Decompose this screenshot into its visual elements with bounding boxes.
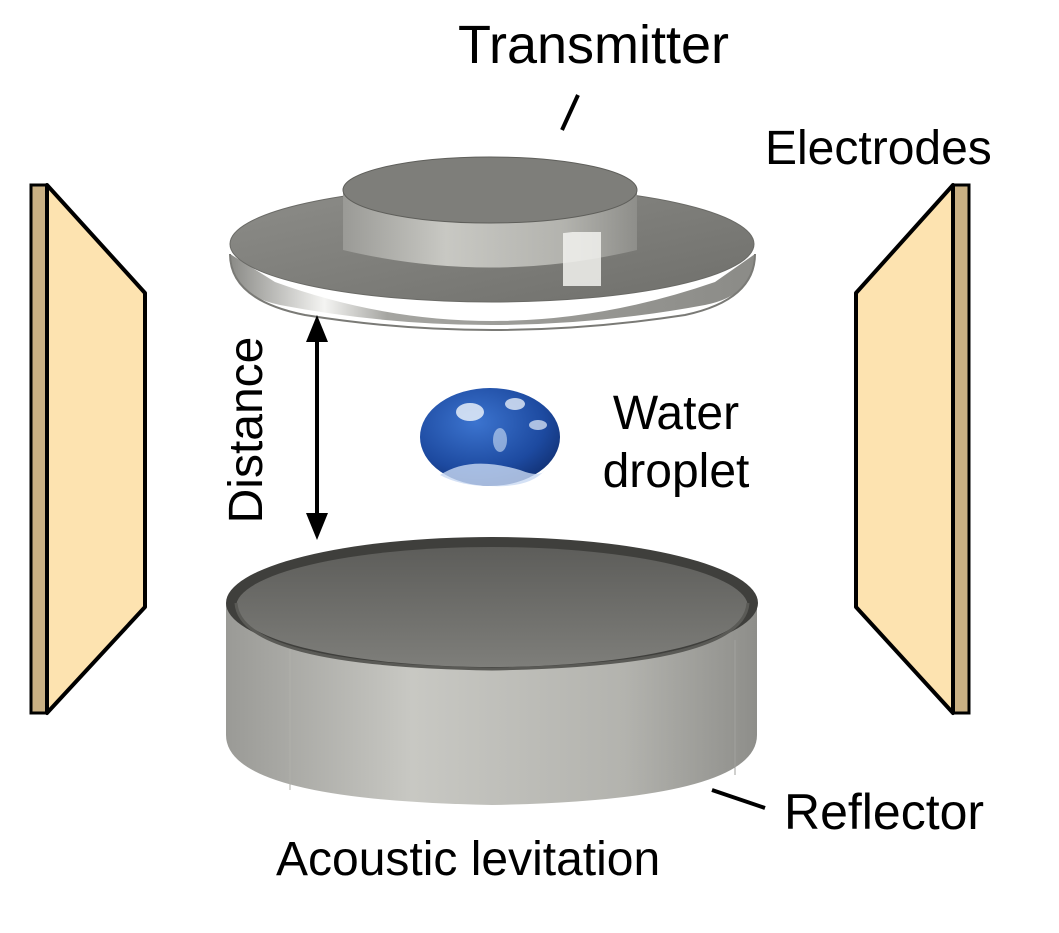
- acoustic-levitation-label: Acoustic levitation: [276, 833, 661, 886]
- reflector: [226, 537, 758, 805]
- water-droplet: [420, 388, 560, 487]
- transmitter: [229, 156, 756, 331]
- distance-arrow: [306, 315, 328, 540]
- left-electrode: [29, 183, 147, 715]
- electrodes-label: Electrodes: [765, 122, 992, 175]
- reflector-label: Reflector: [784, 784, 985, 840]
- right-electrode: [854, 183, 971, 715]
- reflector-leader-line: [711, 788, 766, 810]
- transmitter-label: Transmitter: [458, 15, 730, 75]
- distance-label: Distance: [220, 336, 273, 524]
- transmitter-leader-line: [560, 94, 580, 131]
- water-label-line1: Water: [612, 387, 740, 440]
- water-label-line2: droplet: [602, 444, 750, 498]
- water-droplet-label: Water droplet: [586, 385, 766, 500]
